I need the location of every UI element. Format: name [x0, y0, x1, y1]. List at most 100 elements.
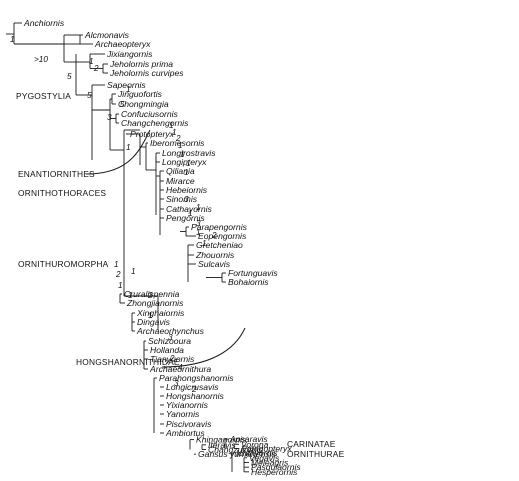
- support-value: 3: [184, 195, 189, 204]
- support-value: 1: [184, 168, 189, 177]
- taxon-label: Longicrusavis: [166, 382, 219, 392]
- hongshanornithidae-pointer: [161, 327, 246, 368]
- support-value: 1: [148, 311, 153, 320]
- taxon-label: Hebeiornis: [166, 185, 208, 195]
- taxon-label: Qiliania: [166, 166, 195, 176]
- support-value: 1: [89, 57, 94, 66]
- taxon-label: Sapeornis: [107, 80, 146, 90]
- support-value: 1: [131, 267, 136, 276]
- taxon-label: Pengornis: [166, 213, 205, 223]
- taxon-label: Piscivoravis: [166, 419, 212, 429]
- taxon-label: Yixianornis: [166, 400, 209, 410]
- clade-label: ORNITHOTHORACES: [18, 188, 106, 198]
- support-value: 1: [172, 128, 177, 137]
- support-value: 1: [186, 159, 191, 168]
- taxon-label: Xinghaiornis: [136, 308, 185, 318]
- clade-label: ORNITHURAE: [287, 449, 345, 459]
- clade-label: PYGOSTYLIA: [16, 91, 71, 101]
- taxon-label: Longirostravis: [162, 148, 216, 158]
- taxon-label: Yanornis: [166, 409, 200, 419]
- support-value: 2: [211, 231, 217, 240]
- support-value: 5: [87, 91, 92, 100]
- taxon-label: Pasquiaornis: [251, 462, 301, 472]
- taxon-label: Parapengornis: [191, 222, 248, 232]
- taxon-label: Parahongshanornis: [159, 373, 234, 383]
- taxon-label: Meleagris: [251, 457, 289, 467]
- support-value: 3: [168, 333, 173, 342]
- taxon-label: Vorona: [241, 439, 269, 449]
- taxon-label: Hongshanornis: [166, 391, 225, 401]
- taxon-label: Changchengornis: [121, 118, 189, 128]
- taxon-label: Jeholornis prima: [109, 59, 173, 69]
- support-value: 2: [191, 385, 197, 394]
- taxon-label: Gansus yumenensis: [198, 449, 277, 459]
- taxon-label: Chongmingia: [118, 99, 169, 109]
- taxon-label: Ambiortus: [165, 428, 205, 438]
- support-value: 1: [180, 150, 185, 159]
- support-value: 5: [67, 72, 72, 81]
- support-value: 1: [188, 209, 193, 218]
- taxon-label: Vegavis: [249, 453, 280, 463]
- support-value: 2: [115, 270, 121, 279]
- enantiornithes-pointer: [85, 129, 151, 175]
- taxon-label: Cruralispennia: [124, 289, 180, 299]
- support-value: 2: [169, 354, 175, 363]
- support-value: 1: [126, 85, 131, 94]
- taxon-label: Archaeorhynchus: [136, 326, 205, 336]
- taxon-label: Jeholornis curvipes: [109, 68, 184, 78]
- support-value: 1: [169, 121, 174, 130]
- support-value: 2: [175, 134, 181, 143]
- taxon-label: Schizooura: [148, 336, 191, 346]
- taxon-label: Sulcavis: [198, 259, 231, 269]
- clade-label: HONGSHANORNITHIDAE: [76, 357, 180, 367]
- support-value: >10: [34, 55, 48, 64]
- support-value: 1: [118, 281, 123, 290]
- taxon-label: Alcmonavis: [84, 30, 130, 40]
- support-value: 1: [126, 143, 131, 152]
- support-value: 1: [114, 260, 119, 269]
- support-value: 3: [174, 379, 179, 388]
- taxon-label: Dingavis: [137, 317, 171, 327]
- support-value: 1: [196, 203, 201, 212]
- taxon-label: Mirarce: [166, 176, 195, 186]
- clade-label: ENANTIORNITHES: [18, 169, 95, 179]
- taxon-label: Jixiangornis: [106, 49, 153, 59]
- support-value: 3: [107, 113, 112, 122]
- taxon-label: Zhouornis: [195, 250, 235, 260]
- taxon-label: Iteravis: [208, 440, 236, 450]
- taxon-label: Fortunguavis: [228, 268, 278, 278]
- taxon-label: Sinornis: [166, 194, 198, 204]
- clade-label: ORNITHUROMORPHA: [18, 259, 109, 269]
- taxon-label: Zhongjianornis: [126, 298, 184, 308]
- support-value: 3: [196, 219, 201, 228]
- support-value: 1: [202, 239, 207, 248]
- taxon-label: Ichthyornis: [236, 448, 278, 458]
- support-value: 5: [120, 100, 125, 109]
- taxon-label: Hesperornis: [251, 467, 298, 477]
- taxon-label: Patagopteryx: [241, 443, 292, 453]
- taxon-label: Changzuiornis: [208, 444, 264, 454]
- support-value: 1: [128, 291, 133, 300]
- support-value: 1: [196, 228, 201, 237]
- clade-label: CARINATAE: [287, 439, 336, 449]
- taxon-label: Hollanda: [150, 345, 184, 355]
- support-value: 1: [10, 35, 15, 44]
- taxon-label: Archaeornithura: [149, 364, 211, 374]
- support-value: 4: [178, 363, 183, 372]
- taxon-label: Tianyuornis: [150, 354, 195, 364]
- support-value: 2: [93, 64, 99, 73]
- taxon-label: Anchiornis: [23, 18, 65, 28]
- taxon-label: Archaeopteryx: [94, 39, 151, 49]
- taxon-label: Longipteryx: [162, 157, 207, 167]
- taxon-label: Protopteryx: [130, 129, 175, 139]
- taxon-label: Apsaravis: [229, 434, 268, 444]
- taxon-label: Khinganornis: [196, 435, 247, 445]
- taxon-label: Eopengornis: [198, 231, 247, 241]
- taxon-label: Gretcheniao: [196, 240, 243, 250]
- support-value: 2: [147, 291, 153, 300]
- taxon-label: Bohaiornis: [228, 277, 269, 287]
- taxon-label: Iberomesornis: [150, 138, 205, 148]
- support-value: 1: [178, 141, 183, 150]
